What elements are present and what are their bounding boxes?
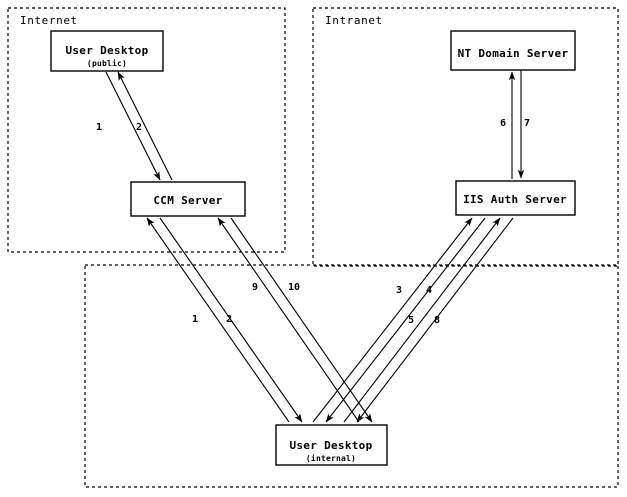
edge-10-label: 10: [288, 282, 300, 293]
node-ccm-server[interactable]: CCM Server: [130, 181, 246, 217]
node-nt-domain-server-title: NT Domain Server: [458, 47, 569, 60]
zone-internet-label: Internet: [20, 14, 78, 27]
edge-5-line: [343, 217, 501, 423]
edge-1-line: [105, 71, 161, 181]
node-iis-auth-server-box[interactable]: [455, 180, 576, 216]
edge-10-ccm-to-internal: 10: [230, 217, 373, 423]
node-user-desktop-internal-title: User Desktop: [289, 439, 372, 452]
edge-1b-internal-to-ccm: 1: [146, 217, 290, 423]
node-user-desktop-public[interactable]: User Desktop (public): [50, 30, 164, 72]
edge-6-iis-to-nt: 6: [500, 71, 516, 179]
zone-internal-border: [84, 264, 619, 488]
edge-8-line: [356, 217, 514, 423]
node-nt-domain-server[interactable]: NT Domain Server: [450, 30, 576, 71]
edge-7-nt-to-iis: 7: [517, 70, 530, 179]
edge-1b-label: 1: [192, 314, 198, 325]
edge-9-label: 9: [252, 282, 258, 293]
zone-intranet-border: [312, 7, 619, 267]
edge-1b-line: [146, 217, 290, 423]
edge-2-ccm-to-public: 2: [117, 71, 173, 181]
node-user-desktop-internal-box[interactable]: [275, 424, 388, 466]
edge-2-label: 2: [136, 122, 142, 133]
node-user-desktop-public-subtitle: (public): [87, 58, 127, 68]
edge-2b-line: [159, 217, 303, 423]
edge-8-iis-to-internal: 8: [356, 217, 514, 423]
zone-internet: Internet: [7, 7, 286, 253]
edge-1-label: 1: [96, 122, 102, 133]
edge-6-label: 6: [500, 118, 506, 129]
node-iis-auth-server-title: IIS Auth Server: [463, 193, 567, 206]
edge-3-label: 3: [396, 285, 402, 296]
edge-5-label: 5: [408, 315, 414, 326]
edge-3-line: [312, 217, 473, 423]
node-user-desktop-internal[interactable]: User Desktop (internal): [275, 424, 388, 466]
edge-4-line: [325, 217, 486, 423]
edge-2b-ccm-to-internal: 2: [159, 217, 303, 423]
zone-intranet: Intranet: [312, 7, 619, 267]
node-iis-auth-server[interactable]: IIS Auth Server: [455, 180, 576, 216]
edge-2-line: [117, 71, 173, 181]
edge-8-label: 8: [434, 315, 440, 326]
zone-internal-network: [84, 264, 619, 488]
zone-intranet-label: Intranet: [325, 14, 383, 27]
node-ccm-server-box[interactable]: [130, 181, 246, 217]
node-nt-domain-server-box[interactable]: [450, 30, 576, 71]
zone-internet-border: [7, 7, 286, 253]
edge-2b-label: 2: [226, 314, 232, 325]
edge-7-label: 7: [524, 118, 530, 129]
edge-10-line: [230, 217, 373, 423]
node-user-desktop-public-box[interactable]: [50, 30, 164, 72]
edge-4-label: 4: [426, 285, 432, 296]
node-ccm-server-title: CCM Server: [153, 194, 222, 207]
node-user-desktop-internal-subtitle: (internal): [306, 453, 356, 463]
edge-3-internal-to-iis: 3: [312, 217, 473, 423]
node-user-desktop-public-title: User Desktop: [65, 44, 148, 57]
edge-4-iis-to-internal: 4: [325, 217, 486, 423]
edge-5-internal-to-iis: 5: [343, 217, 501, 423]
edge-1-public-to-ccm: 1: [96, 71, 161, 181]
edge-9-line: [217, 217, 360, 423]
edge-9-internal-to-ccm: 9: [217, 217, 360, 423]
